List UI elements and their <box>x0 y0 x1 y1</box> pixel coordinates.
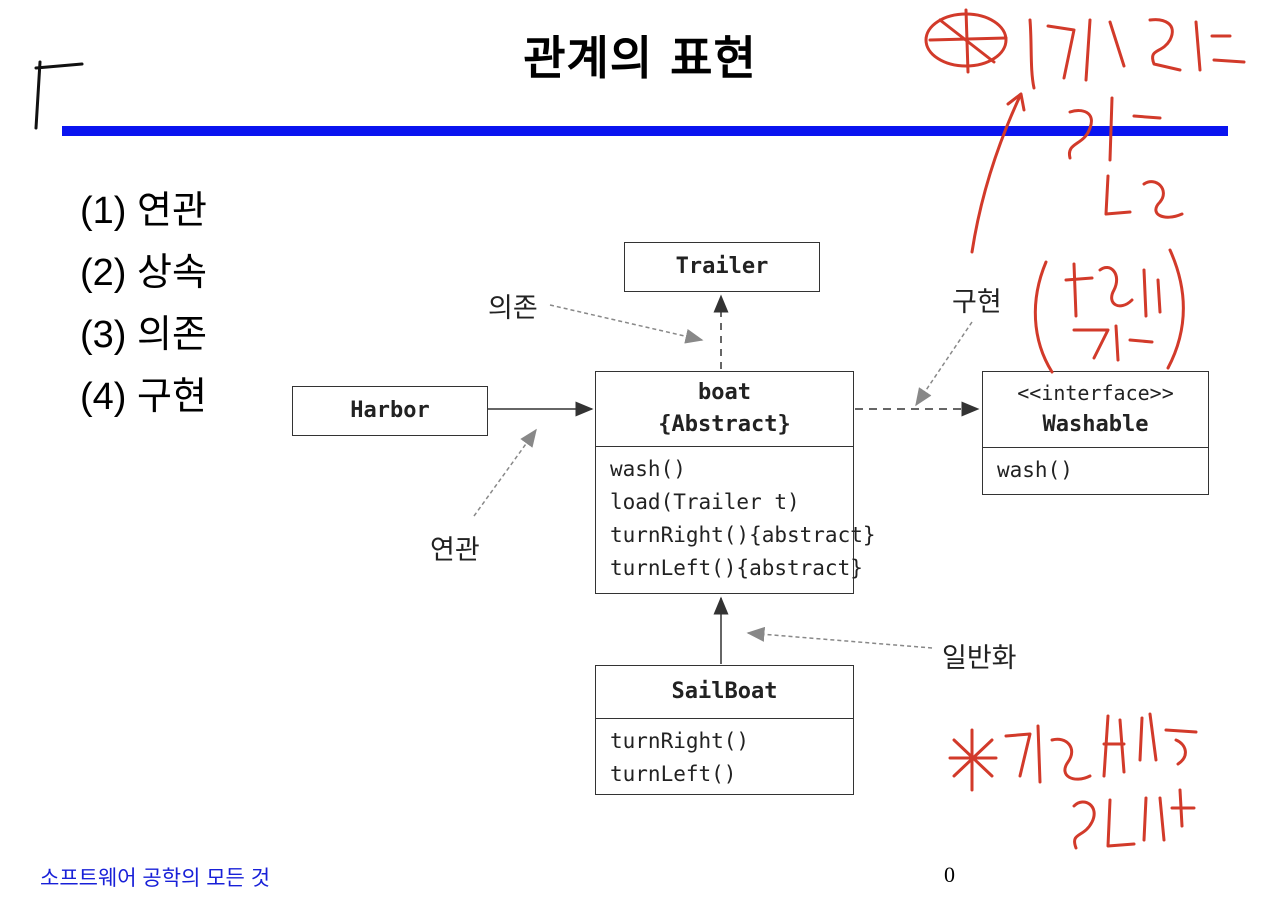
class-name: Trailer <box>675 254 769 279</box>
pointer-association <box>473 428 537 517</box>
method: turnRight() <box>610 729 750 753</box>
class-stereotype: {Abstract} <box>658 412 791 437</box>
class-sailboat: SailBoat turnRight() turnLeft() <box>595 665 854 795</box>
relation-list: (1) 연관 (2) 상속 (3) 의존 (4) 구현 <box>80 180 207 428</box>
pointer-realization <box>915 321 973 407</box>
label-association: 연관 <box>430 535 480 565</box>
label-realization: 구현 <box>952 287 1002 317</box>
class-name: SailBoat <box>671 679 778 704</box>
class-trailer: Trailer <box>624 242 820 292</box>
class-name: Harbor <box>350 398 430 423</box>
pointer-dependency <box>549 304 704 344</box>
method: turnLeft() <box>610 762 737 786</box>
class-name: boat <box>698 380 751 405</box>
label-dependency: 의존 <box>488 293 538 323</box>
method-list: wash() load(Trailer t) turnRight(){abstr… <box>596 446 876 591</box>
label-generalization: 일반화 <box>942 643 1017 673</box>
footer-title: 소프트웨어 공학의 모든 것 <box>40 867 271 890</box>
list-item: (2) 상속 <box>80 252 207 294</box>
method-list: wash() <box>983 447 1208 493</box>
method: wash() <box>610 457 686 481</box>
pointer-generalization <box>746 626 933 649</box>
list-item: (1) 연관 <box>80 190 207 232</box>
list-item: (4) 구현 <box>80 376 207 418</box>
method: turnLeft(){abstract} <box>610 556 863 580</box>
class-boat: boat {Abstract} wash() load(Trailer t) t… <box>595 371 876 594</box>
class-name: Washable <box>1042 412 1149 437</box>
page-number: 0 <box>944 862 955 887</box>
list-item: (3) 의존 <box>80 314 207 356</box>
handwritten-annotations <box>34 8 1246 850</box>
class-stereotype: <<interface>> <box>1017 381 1174 405</box>
method: wash() <box>997 458 1073 482</box>
title-rule <box>62 126 1228 136</box>
method: turnRight(){abstract} <box>610 523 876 547</box>
method-list: turnRight() turnLeft() <box>596 718 853 797</box>
class-harbor: Harbor <box>292 386 488 436</box>
method: load(Trailer t) <box>610 490 800 514</box>
class-washable: <<interface>> Washable wash() <box>982 371 1209 495</box>
slide-title: 관계의 표현 <box>523 31 757 85</box>
